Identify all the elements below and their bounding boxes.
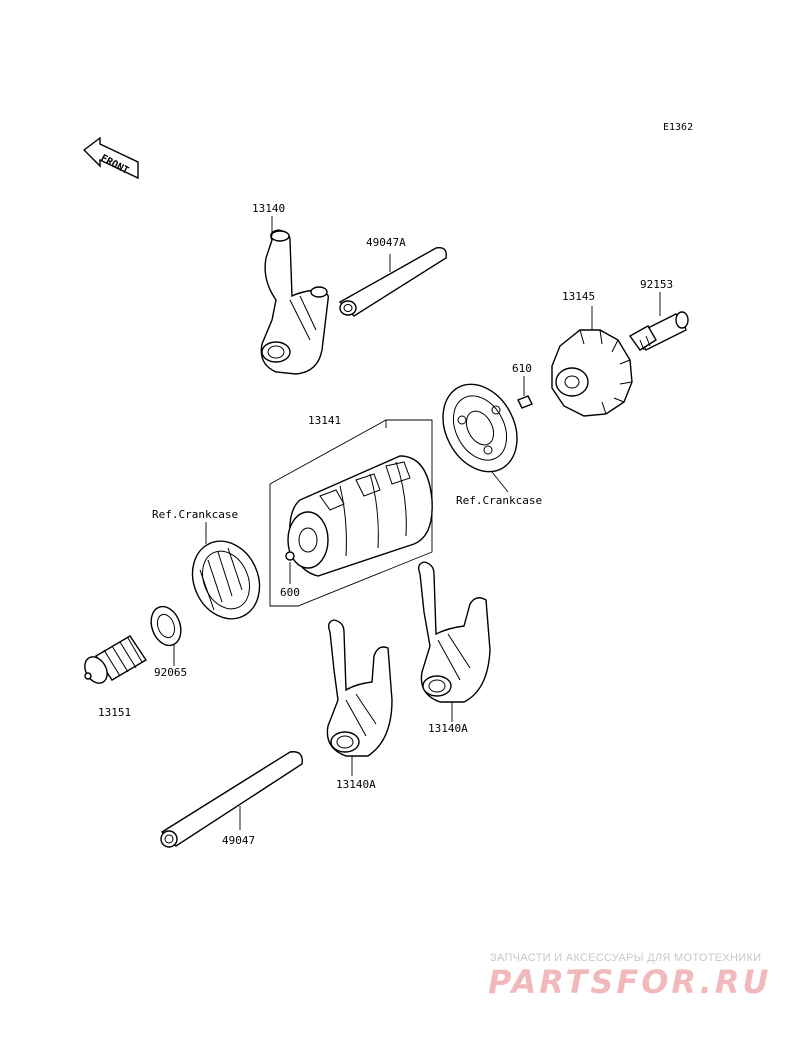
watermark-tagline: ЗАПЧАСТИ И АКСЕССУАРЫ ДЛЯ МОТОТЕХНИКИ <box>490 952 762 964</box>
washer-92065[interactable] <box>146 602 186 649</box>
part-label-13140A-left: 13140A <box>336 778 376 791</box>
front-arrow-icon: FRONT <box>82 136 139 180</box>
plunger-13151[interactable] <box>80 635 147 687</box>
part-label-92153: 92153 <box>640 278 673 291</box>
diagram-code: E1362 <box>663 122 693 133</box>
part-label-600: 600 <box>280 586 300 599</box>
bearing-right[interactable] <box>428 371 531 484</box>
shift-fork-13140A-left[interactable] <box>326 619 393 757</box>
bearing-left[interactable] <box>180 530 271 629</box>
part-label-49047A: 49047A <box>366 236 406 249</box>
shift-drum-13141[interactable] <box>285 455 433 577</box>
part-label-610: 610 <box>512 362 532 375</box>
ref-crankcase-left: Ref.Crankcase <box>152 508 238 521</box>
part-label-13151: 13151 <box>98 706 131 719</box>
part-label-13140: 13140 <box>252 202 285 215</box>
shift-fork-13140A-right[interactable] <box>417 561 491 703</box>
watermark-logo: PARTSFOR.RU <box>488 963 772 1001</box>
shift-rod-49047A[interactable] <box>338 247 447 317</box>
part-label-13140A-right: 13140A <box>428 722 468 735</box>
shift-rod-49047[interactable] <box>160 751 303 848</box>
part-label-49047: 49047 <box>222 834 255 847</box>
bolt-92153[interactable] <box>628 311 689 351</box>
part-label-92065: 92065 <box>154 666 187 679</box>
shift-fork-13140[interactable] <box>260 229 329 375</box>
part-label-13141: 13141 <box>308 414 341 427</box>
ref-crankcase-right: Ref.Crankcase <box>456 494 542 507</box>
part-label-13145: 13145 <box>562 290 595 303</box>
pin-610[interactable] <box>517 395 533 409</box>
shift-drum-plate-13145[interactable] <box>551 329 633 417</box>
